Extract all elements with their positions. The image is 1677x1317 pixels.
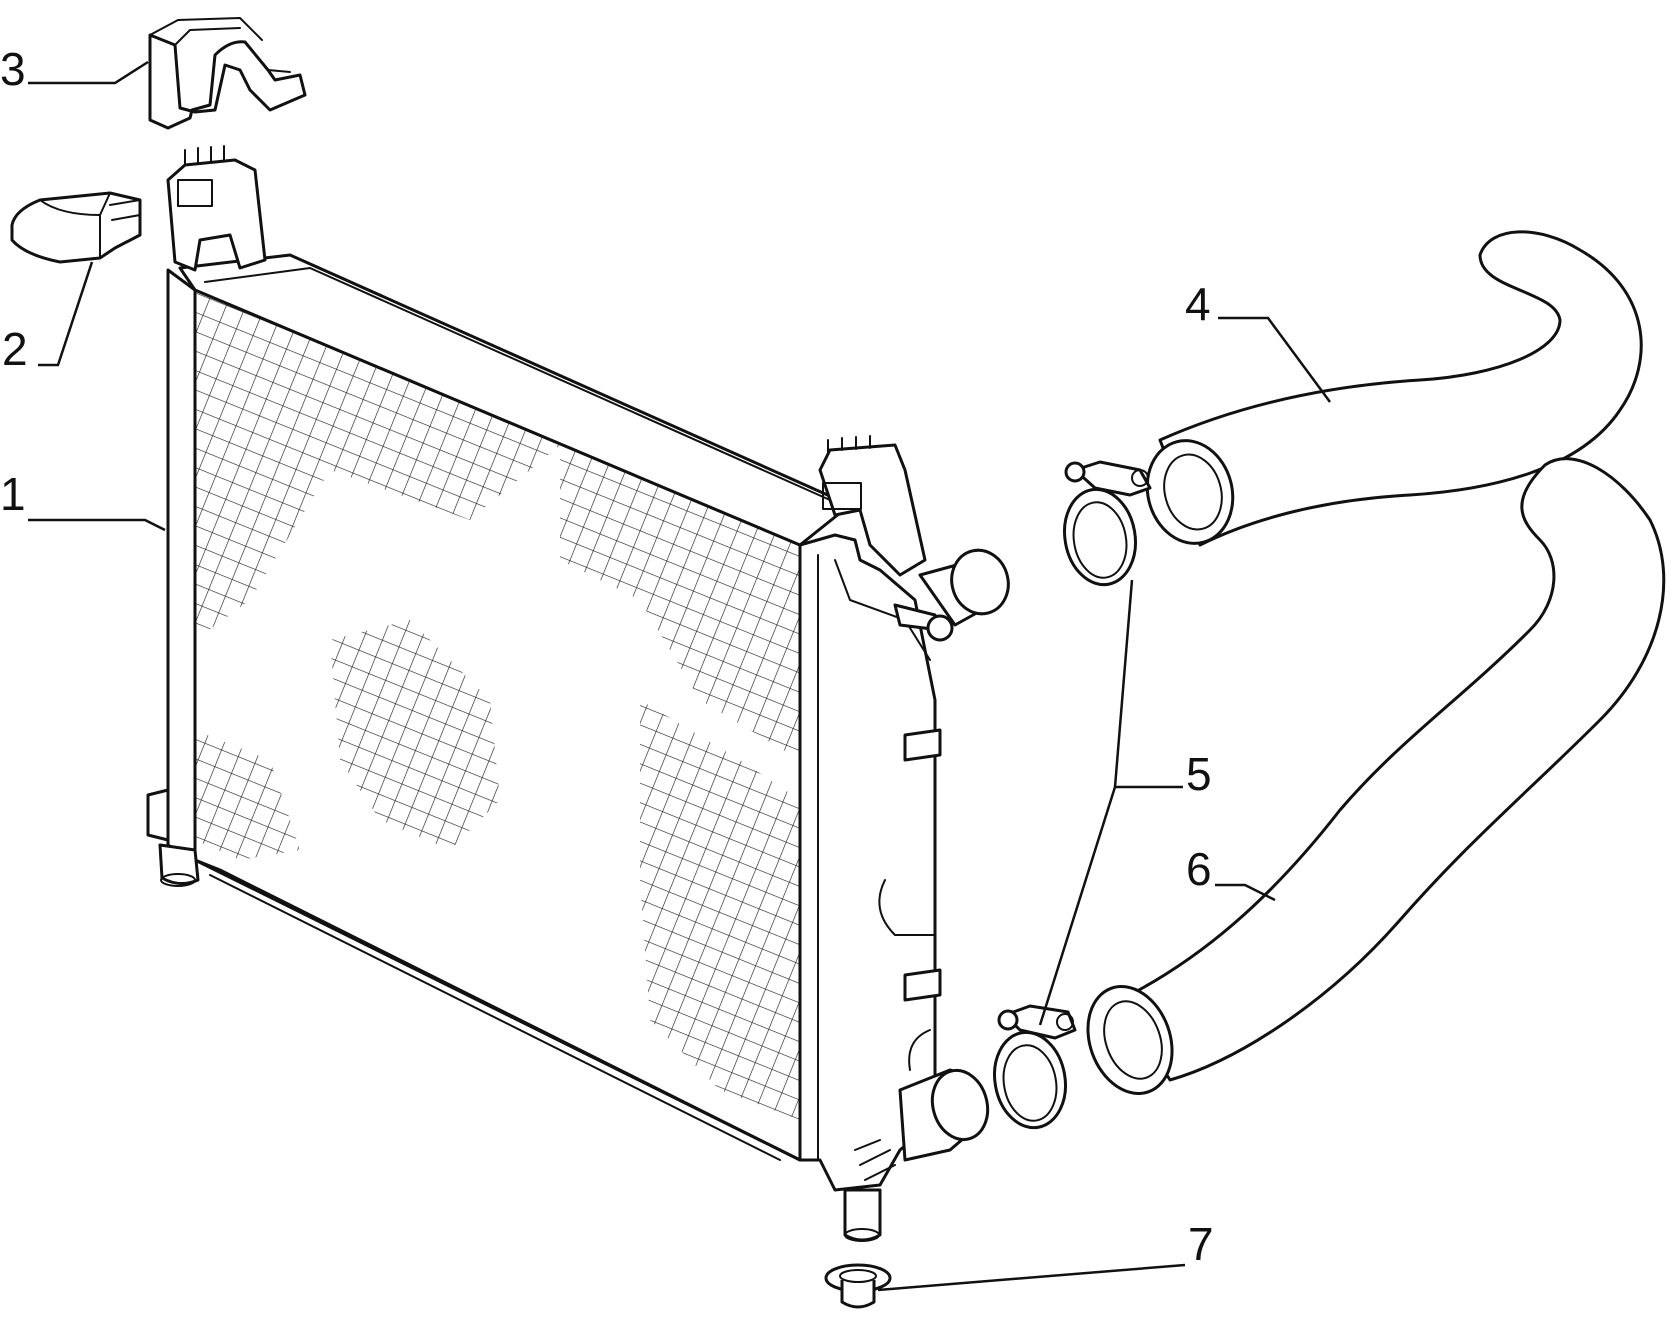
callout-7: 7: [1188, 1218, 1214, 1270]
radiator-core: [146, 145, 852, 1162]
radiator-side-tank: [798, 435, 1010, 1242]
hose-clamp-upper: [1063, 460, 1152, 587]
upper-hose: [1145, 230, 1643, 547]
bracket-cover: [10, 191, 142, 264]
drain-plug: [824, 1263, 892, 1309]
callout-4: 4: [1185, 278, 1211, 330]
leader-lines: [28, 60, 1332, 1292]
callout-6: 6: [1186, 843, 1212, 895]
lower-hose: [1086, 457, 1666, 1095]
callout-1: 1: [0, 468, 26, 520]
hose-clamp-lower: [993, 1004, 1077, 1130]
callout-5: 5: [1186, 748, 1212, 800]
callout-3: 3: [0, 43, 26, 95]
callout-2: 2: [2, 323, 28, 375]
top-clip: [148, 17, 307, 130]
callouts: 1 2 3 4 5 6 7: [0, 43, 1214, 1270]
